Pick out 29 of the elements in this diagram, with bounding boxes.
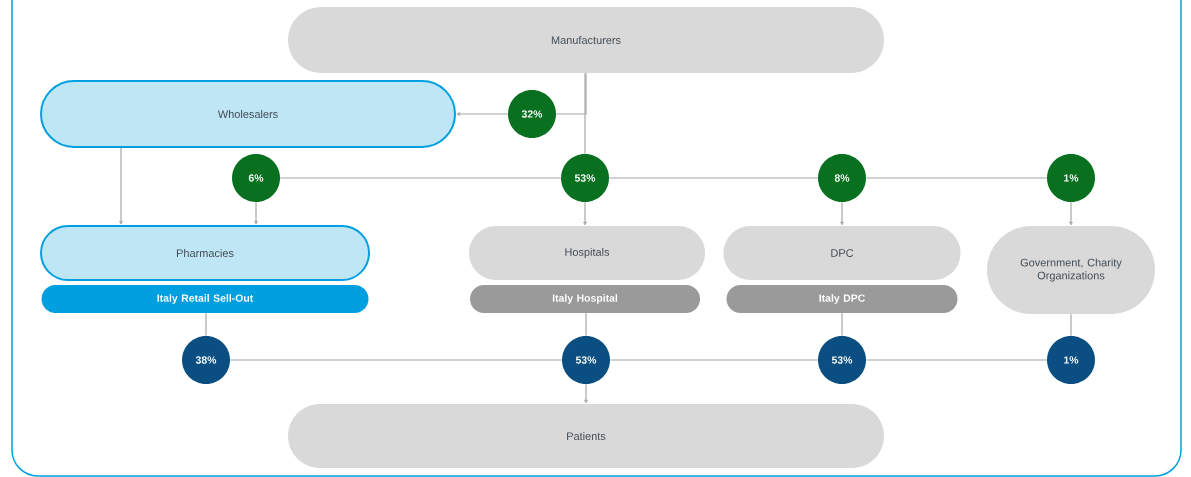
connector-line [841,312,843,337]
channel-bar: Italy DPC [726,285,958,313]
connector-line [205,312,207,337]
arrow [584,383,588,404]
connector-line [584,72,586,155]
process-box: Wholesalers [40,80,456,148]
arrow [583,201,587,226]
process-box: Government, Charity Organizations [987,226,1155,314]
connector-line [608,177,819,179]
arrow [840,201,844,226]
connector-line [555,72,587,115]
connector-line [279,177,562,179]
connector-line [609,359,819,361]
arrow [1069,201,1073,226]
connector-line [865,359,1048,361]
process-box: Pharmacies [40,225,370,281]
arrow [456,112,509,116]
process-box: Manufacturers [288,7,884,73]
connector-line [229,359,563,361]
connector-line [585,312,587,337]
process-box: Patients [288,404,884,468]
process-box: DPC [723,226,961,280]
channel-bar: Italy Retail Sell-Out [41,285,369,313]
connector-line [1070,313,1072,337]
arrow [119,147,123,225]
connector-line [865,177,1048,179]
arrow [254,201,258,225]
process-box: Hospitals [469,226,705,280]
channel-bar: Italy Hospital [470,285,700,313]
